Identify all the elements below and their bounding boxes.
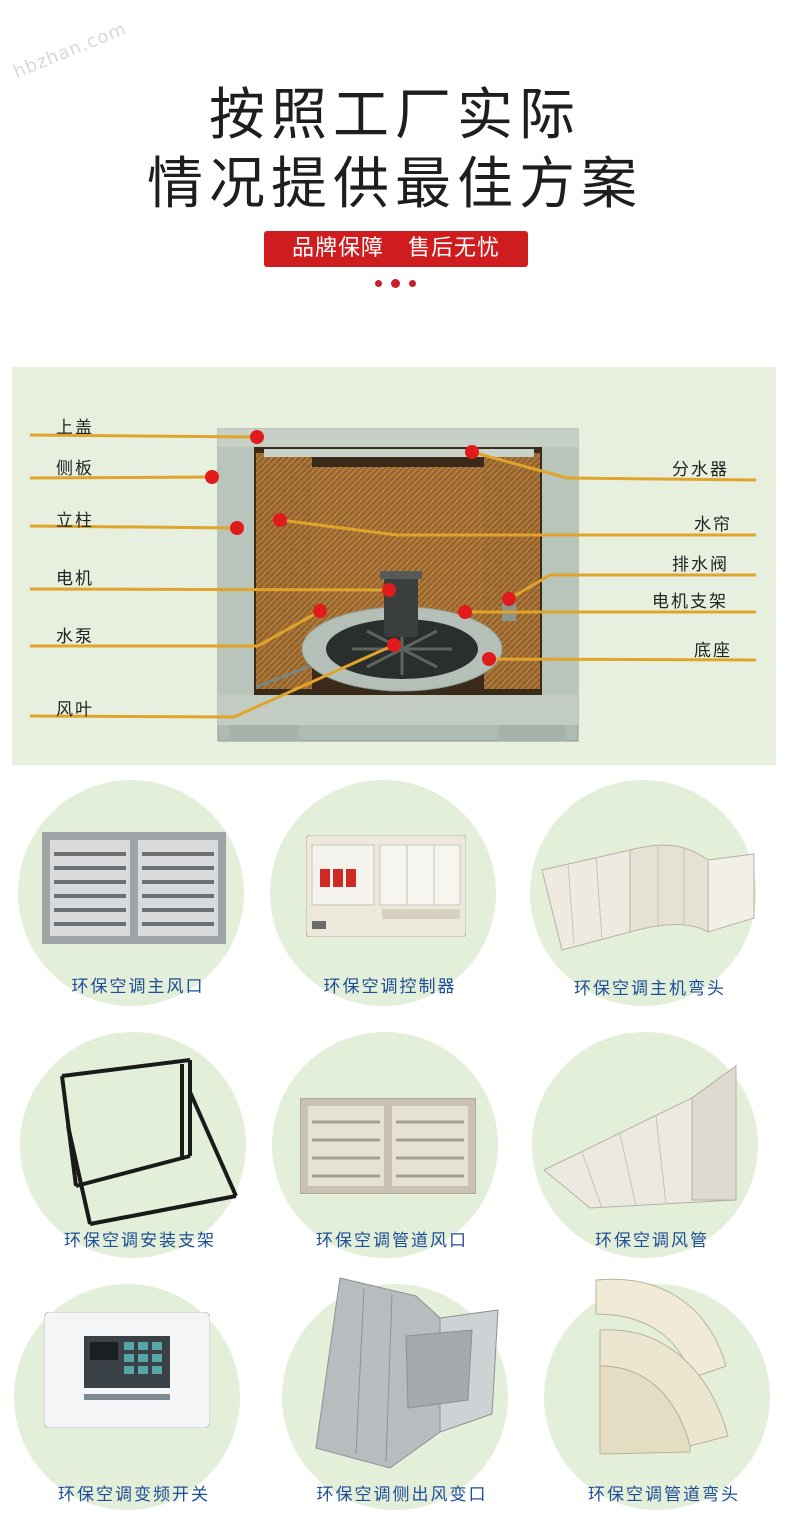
dot-icon (375, 280, 382, 287)
marker-drain-valve (502, 592, 516, 606)
label-pump: 水泵 (56, 627, 94, 647)
duct-elbow-icon (541, 844, 755, 951)
duct-bend-icon (595, 1278, 729, 1455)
accessory-main-elbow[interactable]: 环保空调主机弯头 (530, 780, 770, 1010)
label-pillar: 立柱 (56, 511, 94, 531)
duct-grille-icon (300, 1098, 476, 1194)
accessory-side-outlet-transition[interactable]: 环保空调侧出风变口 (282, 1277, 522, 1514)
accessory-duct-grille[interactable]: 环保空调管道风口 (272, 1032, 512, 1262)
marker-top-cover (250, 430, 264, 444)
accessory-name: 环保空调管道风口 (316, 1231, 468, 1251)
air-cooler-illustration (29, 428, 757, 742)
marker-base (482, 652, 496, 666)
accessory-name: 环保空调侧出风变口 (316, 1485, 488, 1505)
marker-side-panel (205, 470, 219, 484)
label-top-cover: 上盖 (56, 418, 94, 438)
accessory-name: 环保空调管道弯头 (588, 1485, 740, 1505)
badge-service-text: 售后无忧 (408, 236, 501, 261)
accessory-name: 环保空调变频开关 (58, 1485, 210, 1505)
headline-line-2: 情况提供最佳方案 (147, 152, 643, 217)
marker-water-distributor (465, 445, 479, 459)
accessory-name: 环保空调主机弯头 (574, 979, 726, 999)
marker-motor-bracket (458, 605, 472, 619)
side-outlet-transition-icon (315, 1277, 499, 1469)
decorative-dots (373, 279, 419, 289)
marker-motor (382, 583, 396, 597)
cooler-parts-diagram: 上盖 侧板 立柱 电机 水泵 风叶 分水器 水帘 排水阀 电机支架 底座 (12, 367, 776, 765)
accessory-air-outlet[interactable]: 环保空调主风口 (18, 780, 258, 1010)
accessory-mount-bracket[interactable]: 环保空调安装支架 (20, 1032, 260, 1262)
inverter-switch-icon (44, 1312, 210, 1428)
marker-pump (313, 604, 327, 618)
badge-brand-text: 品牌保障 (291, 236, 384, 261)
label-motor: 电机 (56, 569, 94, 589)
accessory-name: 环保空调控制器 (323, 977, 457, 997)
air-outlet-grille-icon (42, 832, 226, 944)
label-water-curtain: 水帘 (694, 515, 732, 535)
label-drain-valve: 排水阀 (672, 555, 729, 575)
label-base: 底座 (694, 641, 732, 661)
mounting-bracket-icon (60, 1058, 238, 1226)
accessory-duct-bend[interactable]: 环保空调管道弯头 (544, 1278, 784, 1514)
marker-pillar (230, 521, 244, 535)
accessory-controller[interactable]: 环保空调控制器 (270, 780, 510, 1010)
accessory-air-duct[interactable]: 环保空调风管 (532, 1032, 772, 1262)
accessory-inverter-switch[interactable]: 环保空调变频开关 (14, 1284, 254, 1514)
headline-line-1: 按照工厂实际 (209, 83, 581, 148)
watermark: hbzhan.com (10, 18, 130, 83)
dot-icon (391, 279, 400, 288)
label-side-panel: 侧板 (56, 459, 94, 479)
label-motor-bracket: 电机支架 (652, 592, 728, 612)
straight-duct-icon (543, 1065, 737, 1209)
dot-icon (409, 280, 416, 287)
accessory-name: 环保空调安装支架 (64, 1231, 216, 1251)
accessory-name: 环保空调风管 (595, 1231, 709, 1251)
marker-water-curtain (273, 513, 287, 527)
control-box-icon (306, 835, 466, 937)
label-water-distributor: 分水器 (672, 460, 729, 480)
label-fan-blade: 风叶 (56, 700, 94, 720)
guarantee-badge: 品牌保障售后无忧 (264, 231, 528, 267)
marker-fan-blade (387, 638, 401, 652)
accessory-name: 环保空调主风口 (71, 977, 205, 997)
